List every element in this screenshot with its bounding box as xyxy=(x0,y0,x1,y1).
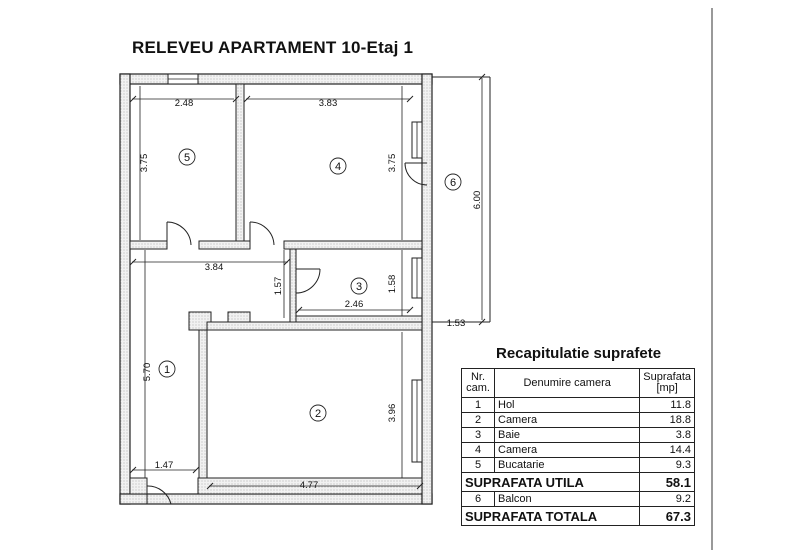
dim-3-75-room4: 3.75 xyxy=(387,154,398,173)
room-label-4: 4 xyxy=(335,161,341,173)
dim-5-70: 5.70 xyxy=(142,363,153,382)
balcon-name: Balcon xyxy=(493,491,641,507)
header-name: Denumire camera xyxy=(493,368,641,398)
room-label-2: 2 xyxy=(315,408,321,420)
recap-row: 5 Bucatarie 9.3 xyxy=(461,457,695,473)
row-area: 3.8 xyxy=(639,427,695,443)
dimension-lines xyxy=(132,78,490,487)
row-area: 18.8 xyxy=(639,412,695,428)
row-name: Baie xyxy=(493,427,641,443)
header-area: Suprafata [mp] xyxy=(639,368,695,398)
room-label-1: 1 xyxy=(164,364,170,376)
row-name: Camera xyxy=(493,442,641,458)
util-label: SUPRAFATA UTILA xyxy=(460,472,641,492)
recap-row: 1 Hol 11.8 xyxy=(461,397,695,413)
room-markers xyxy=(158,148,462,422)
grand-total-row: SUPRAFATA TOTALA 67.3 xyxy=(460,506,695,526)
dim-2-48: 2.48 xyxy=(175,98,194,109)
recap-row: 4 Camera 14.4 xyxy=(461,442,695,458)
row-area: 14.4 xyxy=(639,442,695,458)
dimension-ticks xyxy=(129,73,486,490)
dim-1-58: 1.58 xyxy=(387,275,398,294)
util-total-row: SUPRAFATA UTILA 58.1 xyxy=(460,472,695,492)
room-label-6: 6 xyxy=(450,177,456,189)
row-name: Bucatarie xyxy=(493,457,641,473)
dim-3-84: 3.84 xyxy=(205,262,224,273)
row-area: 9.3 xyxy=(639,457,695,473)
util-value: 58.1 xyxy=(639,472,695,492)
header-nr: Nr. cam. xyxy=(461,368,495,398)
door-swings xyxy=(146,162,428,505)
dim-4-77: 4.77 xyxy=(300,480,319,491)
recap-row: 3 Baie 3.8 xyxy=(461,427,695,443)
dim-1-47: 1.47 xyxy=(155,460,174,471)
recap-title: Recapitulatie suprafete xyxy=(496,345,662,362)
total-value: 67.3 xyxy=(639,506,695,526)
room-label-3: 3 xyxy=(356,281,362,293)
dim-2-46: 2.46 xyxy=(345,299,364,310)
balcon-area: 9.2 xyxy=(639,491,695,507)
dim-1-57: 1.57 xyxy=(273,277,284,296)
plan-title: RELEVEU APARTAMENT 10-Etaj 1 xyxy=(132,38,414,57)
row-name: Hol xyxy=(493,397,641,413)
dim-3-96: 3.96 xyxy=(387,404,398,423)
outer-walls xyxy=(119,73,433,505)
dim-6-00: 6.00 xyxy=(472,191,483,210)
room-label-5: 5 xyxy=(184,152,190,164)
window-glass-lines xyxy=(168,78,418,462)
total-label: SUPRAFATA TOTALA xyxy=(460,506,641,526)
row-name: Camera xyxy=(493,412,641,428)
balcon-row: 6 Balcon 9.2 xyxy=(461,491,695,507)
recap-header-row: Nr. cam. Denumire camera Suprafata [mp] xyxy=(461,368,695,398)
dim-3-75-kitchen: 3.75 xyxy=(139,154,150,173)
recap-row: 2 Camera 18.8 xyxy=(461,412,695,428)
balcon-nr: 6 xyxy=(461,491,495,507)
row-nr: 4 xyxy=(461,442,495,458)
row-area: 11.8 xyxy=(639,397,695,413)
row-nr: 5 xyxy=(461,457,495,473)
row-nr: 3 xyxy=(461,427,495,443)
row-nr: 1 xyxy=(461,397,495,413)
dim-3-83: 3.83 xyxy=(319,98,338,109)
dim-1-53: 1.53 xyxy=(447,318,466,329)
row-nr: 2 xyxy=(461,412,495,428)
recap-table: Nr. cam. Denumire camera Suprafata [mp] … xyxy=(460,368,695,526)
